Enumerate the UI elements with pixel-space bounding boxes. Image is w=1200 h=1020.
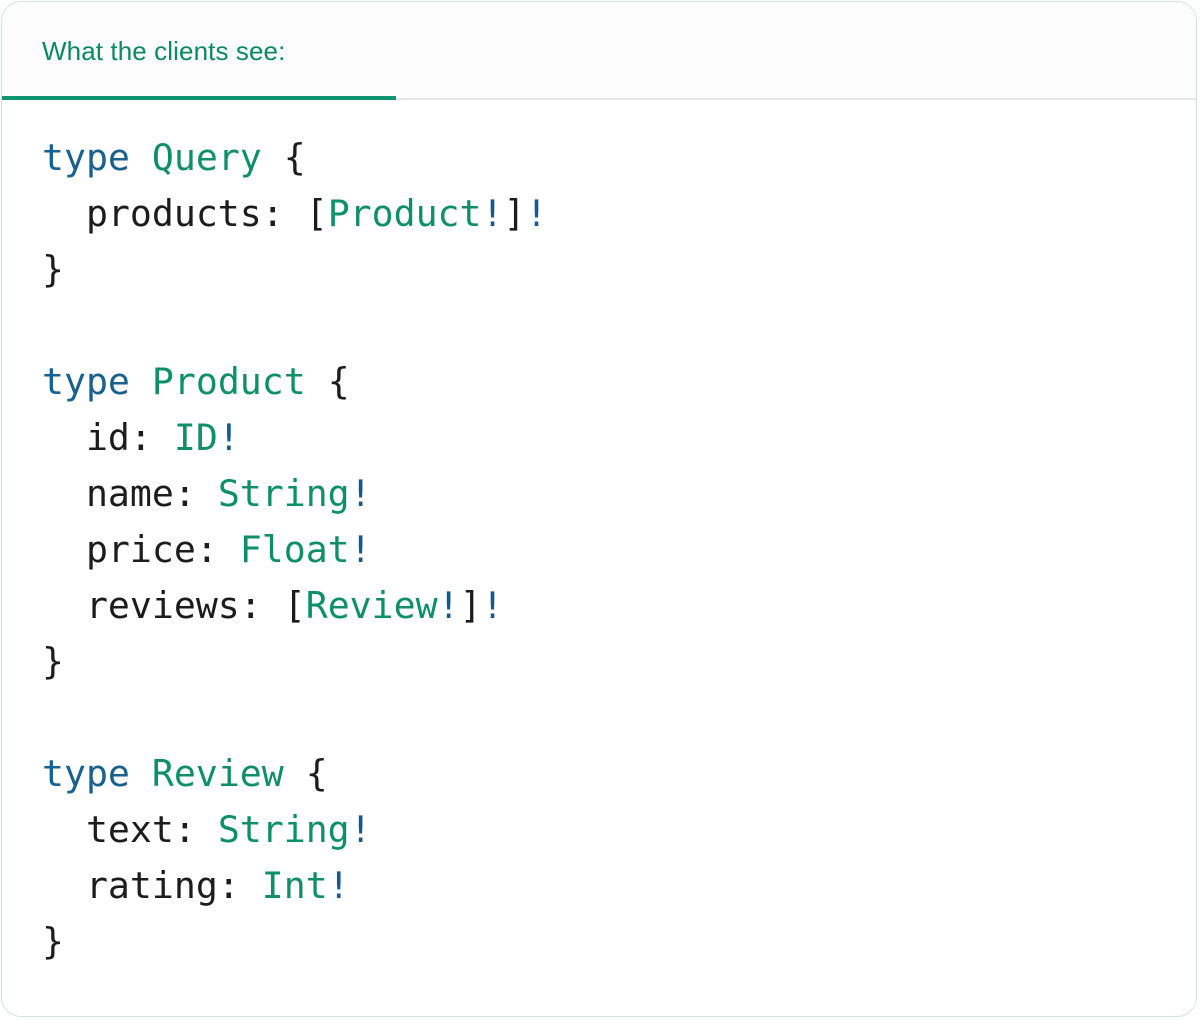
- code-line: type Product {: [42, 354, 1156, 410]
- code-token-punct: [: [305, 192, 328, 235]
- code-token-bang: !: [349, 808, 372, 851]
- code-token-type: Float: [239, 528, 350, 571]
- code-token-type: Product: [151, 360, 306, 403]
- code-line: products: [Product!]!: [42, 186, 1156, 242]
- code-token-bang: !: [481, 584, 504, 627]
- code-line: type Review {: [42, 746, 1156, 802]
- code-token-type: Int: [261, 864, 328, 907]
- active-tab-underline: [2, 96, 396, 100]
- code-token-type: Product: [327, 192, 482, 235]
- code-blank-line: [42, 690, 1156, 746]
- code-line: }: [42, 914, 1156, 970]
- code-token-punct: [130, 752, 152, 795]
- code-token-field: products:: [42, 192, 306, 235]
- code-line: name: String!: [42, 466, 1156, 522]
- code-token-field: name:: [42, 472, 218, 515]
- code-token-field: text:: [42, 808, 218, 851]
- code-token-field: reviews:: [42, 584, 284, 627]
- code-token-punct: }: [42, 920, 64, 963]
- code-panel: type Query { products: [Product!]!} type…: [2, 100, 1196, 1016]
- code-line: reviews: [Review!]!: [42, 578, 1156, 634]
- code-line: type Query {: [42, 130, 1156, 186]
- code-line: }: [42, 242, 1156, 298]
- code-token-punct: ]: [503, 192, 526, 235]
- tab-strip-rule: [2, 98, 1196, 100]
- tab-label: What the clients see:: [42, 35, 286, 66]
- code-token-punct: }: [42, 248, 64, 291]
- code-line: rating: Int!: [42, 858, 1156, 914]
- code-token-type: Query: [151, 136, 262, 179]
- code-token-bang: !: [349, 528, 372, 571]
- code-token-punct: {: [261, 136, 306, 179]
- code-token-punct: [130, 360, 152, 403]
- code-token-punct: [: [283, 584, 306, 627]
- code-token-bang: !: [481, 192, 504, 235]
- code-token-bang: !: [217, 416, 240, 459]
- code-token-bang: !: [437, 584, 460, 627]
- code-token-type: Review: [151, 752, 284, 795]
- code-token-type: Review: [305, 584, 438, 627]
- code-token-type: String: [217, 808, 350, 851]
- code-line: text: String!: [42, 802, 1156, 858]
- code-token-kw: type: [42, 752, 130, 795]
- code-token-type: ID: [173, 416, 218, 459]
- graphql-schema-code[interactable]: type Query { products: [Product!]!} type…: [2, 130, 1196, 970]
- code-line: price: Float!: [42, 522, 1156, 578]
- code-token-kw: type: [42, 360, 130, 403]
- code-token-type: String: [217, 472, 350, 515]
- code-token-bang: !: [327, 864, 350, 907]
- tab-what-the-clients-see[interactable]: What the clients see:: [2, 2, 396, 100]
- code-blank-line: [42, 298, 1156, 354]
- code-token-field: rating:: [42, 864, 262, 907]
- code-line: id: ID!: [42, 410, 1156, 466]
- code-token-field: price:: [42, 528, 240, 571]
- code-token-punct: [130, 136, 152, 179]
- code-token-punct: ]: [459, 584, 482, 627]
- code-token-punct: }: [42, 640, 64, 683]
- code-token-bang: !: [349, 472, 372, 515]
- code-token-kw: type: [42, 136, 130, 179]
- tab-strip: What the clients see:: [2, 2, 1196, 100]
- code-token-punct: {: [283, 752, 328, 795]
- code-line: }: [42, 634, 1156, 690]
- code-token-punct: {: [305, 360, 350, 403]
- code-token-bang: !: [525, 192, 548, 235]
- code-token-field: id:: [42, 416, 174, 459]
